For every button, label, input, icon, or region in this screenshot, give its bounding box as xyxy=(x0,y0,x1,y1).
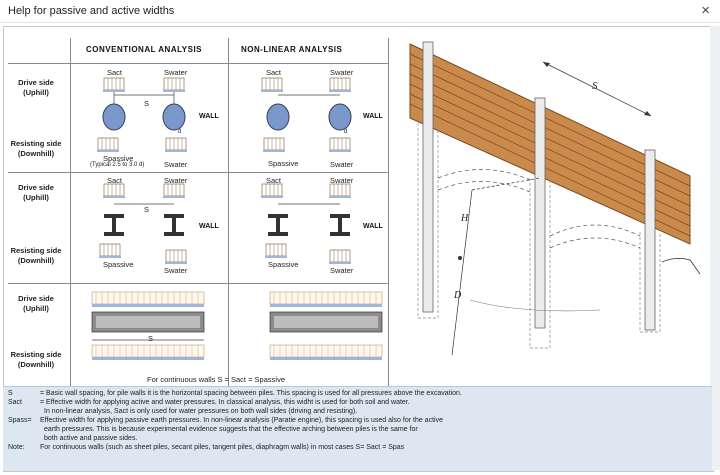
d-label: d xyxy=(178,129,182,135)
s-label: S xyxy=(144,205,150,214)
spassive-label: Spassive xyxy=(268,159,299,168)
conventional-analysis-header: CONVENTIONAL ANALYSIS xyxy=(86,45,202,54)
sact-label: Sact xyxy=(266,68,282,77)
d-label: d xyxy=(344,129,348,135)
sact-label: Sact xyxy=(107,176,123,185)
resisting-side-label: Resisting side(Downhill) xyxy=(10,350,62,369)
illustration-h-label: H xyxy=(461,213,469,224)
grid-line xyxy=(8,63,388,64)
grid-line xyxy=(228,38,229,388)
swater-label: Swater xyxy=(330,68,354,77)
spassive-label: Spassive xyxy=(268,260,299,269)
drive-side-label: Drive side(Uphill) xyxy=(18,294,54,313)
nonlinear-analysis-header: NON-LINEAR ANALYSIS xyxy=(241,45,343,54)
s-label: S xyxy=(144,99,150,108)
swater-label: Swater xyxy=(164,68,188,77)
swater-label: Swater xyxy=(330,160,354,169)
resisting-side-label: Resisting side(Downhill) xyxy=(10,139,62,158)
window-title: Help for passive and active widths xyxy=(8,5,175,17)
resisting-side-label: Resisting side(Downhill) xyxy=(10,246,62,265)
wall-label: WALL xyxy=(199,223,219,230)
swater-label: Swater xyxy=(164,266,188,275)
wall-label: WALL xyxy=(199,113,219,120)
grid-line xyxy=(8,172,388,173)
drive-side-label: Drive side(Uphill) xyxy=(18,183,54,202)
swater-label: Swater xyxy=(164,176,188,185)
drive-side-label: Drive side(Uphill) xyxy=(18,78,54,97)
swater-label: Swater xyxy=(330,176,354,185)
close-icon[interactable]: × xyxy=(701,2,710,19)
swater-label: Swater xyxy=(164,160,188,169)
wall-label: WALL xyxy=(363,223,383,230)
grid-line xyxy=(8,283,388,284)
grid-line xyxy=(70,38,71,388)
spassive-label: Spassive xyxy=(103,154,134,163)
title-bar: Help for passive and active widths × xyxy=(0,0,720,23)
swater-label: Swater xyxy=(330,266,354,275)
wall-label: WALL xyxy=(363,113,383,120)
illustration-s-label: S xyxy=(592,80,598,92)
s-label: S xyxy=(148,334,154,343)
typical-note: (Typical 2.5 to 3.0 d) xyxy=(90,162,145,168)
scrollbar-track[interactable] xyxy=(710,26,720,470)
sact-label: Sact xyxy=(266,176,282,185)
sact-label: Sact xyxy=(107,68,123,77)
continuous-walls-note: For continuous walls S = Sact = Spassive xyxy=(147,375,285,384)
notes-panel xyxy=(3,386,712,471)
illustration-d-label: D xyxy=(454,290,462,301)
spassive-label: Spassive xyxy=(103,260,134,269)
grid-line xyxy=(388,38,389,388)
